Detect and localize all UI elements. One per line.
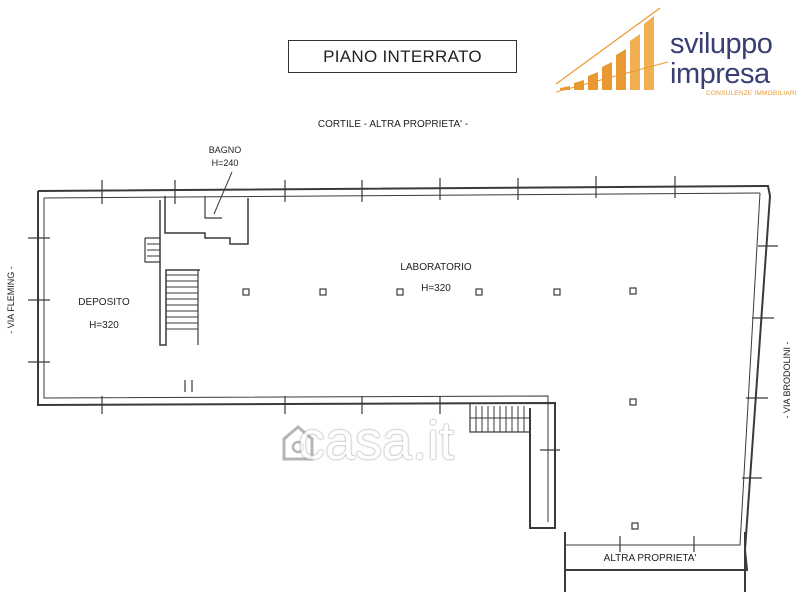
lower-stair-box — [469, 403, 530, 433]
bathroom-door — [204, 196, 222, 219]
logo-tagline: CONSULENZE IMMOBILIARI — [706, 90, 797, 97]
stair-partition — [159, 200, 200, 346]
stair-treads — [147, 243, 530, 432]
bagno-height: H=240 — [212, 158, 239, 168]
deposito-name: DEPOSITO — [78, 297, 130, 308]
bottom-neighbor-label: ALTRA PROPRIETA' — [604, 553, 697, 564]
plan-title: PIANO INTERRATO — [288, 40, 517, 73]
logo-word-2: impresa — [670, 58, 770, 90]
bathroom-walls — [164, 196, 249, 245]
outer-wall-right — [37, 184, 772, 571]
laboratorio-height: H=320 — [421, 283, 451, 294]
right-street-label: - VIA BRODOLINI - — [782, 341, 792, 418]
watermark-house-icon — [282, 425, 314, 461]
pillars — [242, 287, 639, 530]
watermark-text: casa.it — [298, 411, 455, 471]
outer-wall-left — [37, 191, 556, 529]
plan-title-text: PIANO INTERRATO — [323, 46, 482, 66]
inner-wall-top — [43, 192, 761, 199]
left-street-label: - VIA FLEMING - — [6, 266, 16, 334]
inner-wall-right — [565, 192, 761, 546]
deposito-height: H=320 — [89, 320, 119, 331]
logo-bars-icon — [555, 7, 669, 93]
logo-word-1: sviluppo — [670, 28, 773, 60]
bagno-name: BAGNO — [209, 145, 242, 155]
wall-ticks — [28, 176, 778, 552]
company-logo: sviluppo impresa CONSULENZE IMMOBILIARI — [555, 4, 800, 100]
stair-landing — [144, 237, 160, 263]
laboratorio-name: LABORATORIO — [400, 262, 472, 273]
doorway-posts — [184, 380, 193, 392]
bathroom-pointer — [213, 171, 233, 215]
top-street-label: CORTILE - ALTRA PROPRIETA' - — [318, 119, 468, 130]
inner-wall-left — [43, 198, 549, 522]
